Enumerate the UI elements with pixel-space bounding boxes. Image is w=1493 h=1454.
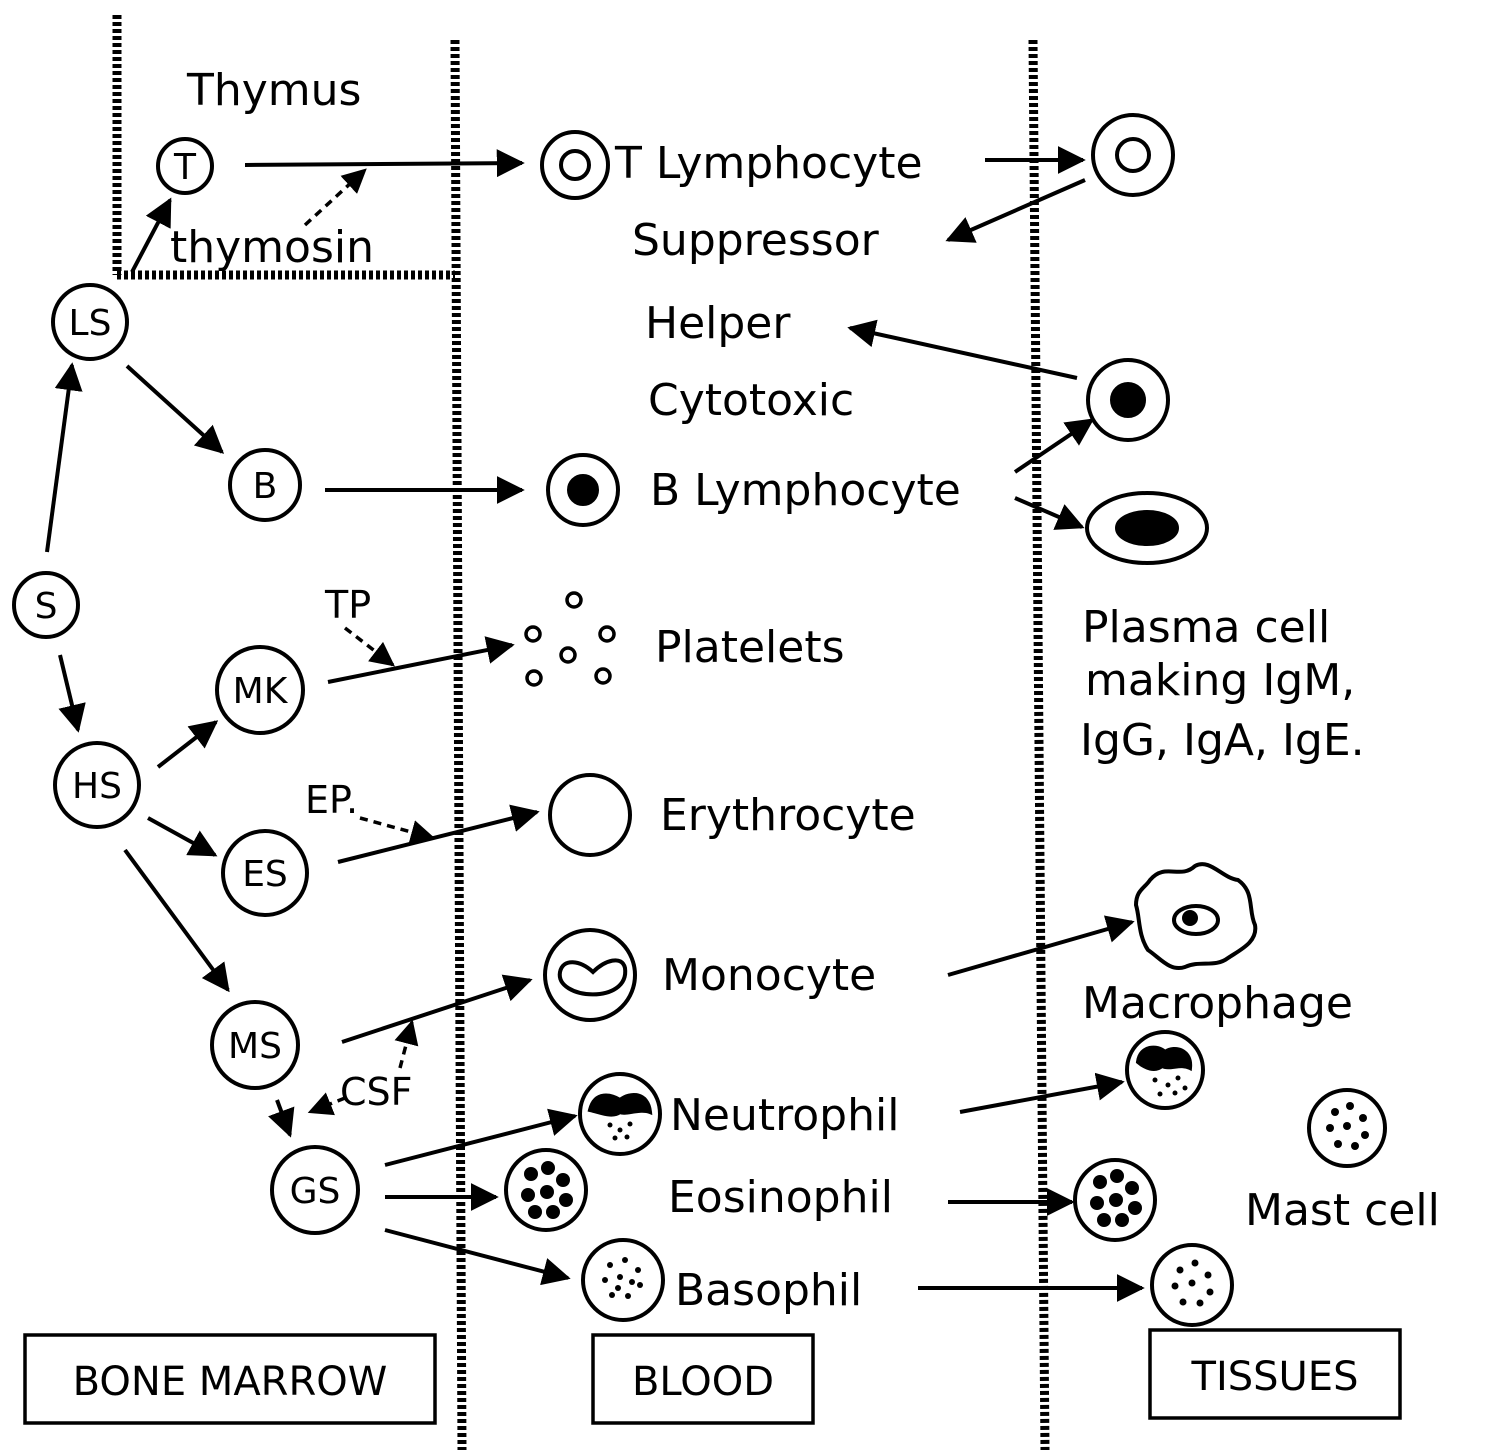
arrow-ls-b <box>127 366 222 452</box>
arrow-tissue-suppressor <box>948 180 1085 240</box>
cytotoxic-label: Cytotoxic <box>648 375 854 426</box>
arrow-thymosin <box>305 170 365 225</box>
bone-marrow-label: BONE MARROW <box>73 1359 388 1405</box>
factor-ep: EP. <box>305 778 358 822</box>
tissue-basophil-icon <box>1152 1245 1232 1325</box>
blood-label: BLOOD <box>632 1359 774 1405</box>
platelets-label: Platelets <box>655 622 845 673</box>
arrow-hs-mk <box>158 722 216 767</box>
cell-mk-label: MK <box>233 671 289 712</box>
cell-ms-label: MS <box>228 1026 282 1067</box>
plasma-cell-line-1: Plasma cell <box>1082 602 1330 653</box>
tissue-neutrophil-icon <box>1127 1032 1203 1108</box>
cell-s-label: S <box>35 586 58 627</box>
monocyte-icon <box>545 930 635 1020</box>
cell-gs-label: GS <box>290 1171 341 1212</box>
t-lymphocyte-label: T Lymphocyte <box>614 138 923 189</box>
plasma-cell-line-3: IgG, IgA, IgE. <box>1080 715 1365 766</box>
solid-arrows <box>47 160 1142 1288</box>
arrow-ms-gs <box>277 1100 290 1135</box>
basophil-icon <box>583 1240 663 1320</box>
arrow-tp <box>345 628 393 665</box>
blood-labels: T Lymphocyte Suppressor Helper Cytotoxic… <box>614 138 961 1316</box>
arrow-gs-neutrophil <box>385 1116 575 1165</box>
erythrocyte-icon <box>550 775 630 855</box>
helper-label: Helper <box>645 298 791 349</box>
mast-cell-label: Mast cell <box>1245 1185 1440 1236</box>
macrophage-label: Macrophage <box>1082 978 1353 1029</box>
eosinophil-label: Eosinophil <box>668 1172 893 1223</box>
divider-blood-tissues <box>1033 40 1045 1450</box>
arrow-csf-up <box>400 1022 412 1068</box>
tissue-labels: Plasma cell making IgM, IgG, IgA, IgE. M… <box>1080 602 1440 1236</box>
arrow-ep <box>360 818 433 838</box>
arrow-gs-basophil <box>385 1230 568 1278</box>
erythrocyte-label: Erythrocyte <box>660 790 916 841</box>
blood-cells <box>506 132 663 1320</box>
tissue-eosinophil-icon <box>1075 1160 1155 1240</box>
tissues-label: TISSUES <box>1191 1354 1359 1400</box>
arrow-s-hs <box>60 655 78 730</box>
plasma-cell-line-2: making IgM, <box>1085 655 1355 706</box>
macrophage-icon <box>1136 864 1255 968</box>
neutrophil-label: Neutrophil <box>670 1090 899 1141</box>
cell-t-label: T <box>173 147 197 188</box>
t-lymphocyte-icon <box>542 132 608 198</box>
arrow-mk-platelets <box>328 645 512 682</box>
thymus-label: Thymus <box>186 65 361 116</box>
arrow-tissue-helper <box>850 328 1077 378</box>
stem-cell-labels: S LS HS T B MK ES MS GS <box>35 147 341 1212</box>
cell-ls-label: LS <box>69 303 112 344</box>
mast-cell-icon <box>1309 1090 1385 1166</box>
eosinophil-icon <box>506 1150 586 1230</box>
platelets-icon <box>526 593 614 685</box>
arrow-ms-monocyte <box>342 980 530 1042</box>
b-lymphocyte-label: B Lymphocyte <box>650 465 961 516</box>
factor-csf: CSF <box>340 1070 413 1114</box>
cell-hs-label: HS <box>72 766 122 807</box>
arrow-t-tlymph <box>245 163 522 165</box>
tissue-t-cell-icon <box>1093 115 1173 195</box>
monocyte-label: Monocyte <box>662 950 876 1001</box>
arrow-hs-ms <box>125 850 228 990</box>
cell-b-label: B <box>253 466 278 507</box>
suppressor-label: Suppressor <box>632 215 880 266</box>
b-lymphocyte-icon <box>548 455 618 525</box>
basophil-label: Basophil <box>675 1265 862 1316</box>
arrow-ls-t <box>132 200 170 272</box>
tissue-activated-cell-icon <box>1088 360 1168 440</box>
arrow-blymph-plasma <box>1015 498 1082 527</box>
plasma-cell-icon <box>1087 493 1207 563</box>
factor-thymosin: thymosin <box>170 222 374 273</box>
factor-tp: TP <box>324 583 371 627</box>
divider-marrow-blood <box>455 40 462 1450</box>
arrow-blymph-tissue <box>1015 420 1092 472</box>
cell-es-label: ES <box>242 854 288 895</box>
arrow-s-ls <box>47 365 72 552</box>
dashed-arrows <box>305 170 433 1112</box>
neutrophil-icon <box>580 1074 660 1154</box>
arrow-hs-es <box>148 818 215 855</box>
